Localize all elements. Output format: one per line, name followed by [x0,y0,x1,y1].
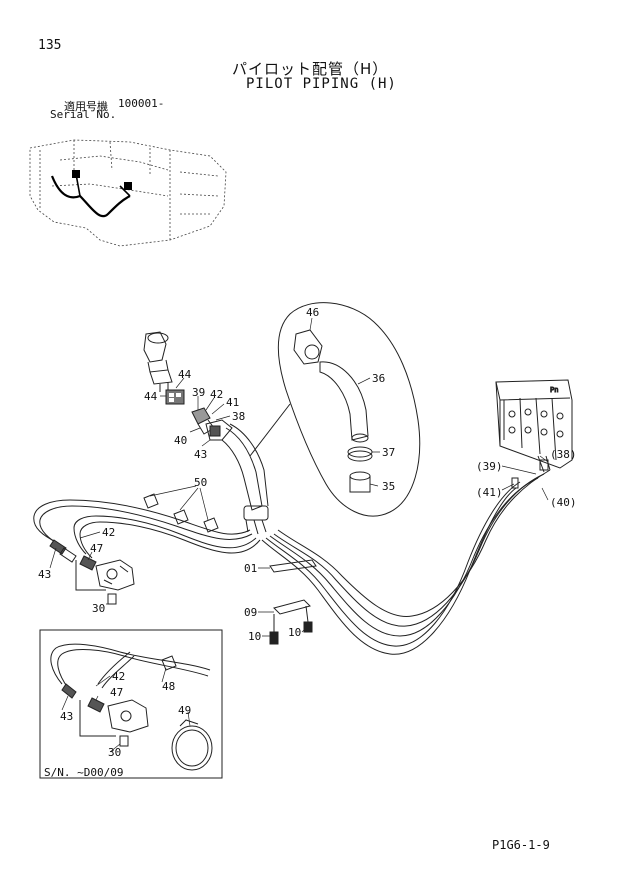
callout-30-mid: 30 [92,602,105,615]
inset-hoses [50,643,211,747]
callout-48-inset: 48 [162,680,175,693]
callout-38-paren: (38) [550,448,577,461]
band-clamp-49 [171,719,213,771]
svg-text:Pn: Pn [550,386,558,394]
callout-40: 40 [174,434,187,447]
pilot-hoses-right [261,469,551,655]
cap-35 [349,471,371,493]
callout-01: 01 [244,562,257,575]
callout-40-paren: (40) [550,496,577,509]
callout-44-left: 44 [144,390,158,403]
control-valve-right: Pn [495,379,573,489]
serial-label-english: Serial No. [50,108,117,121]
callout-43-inset: 43 [60,710,73,723]
figure-code: P1G6-1-9 [492,838,550,852]
hose-elbow-36 [319,361,369,443]
callout-30-inset: 30 [108,746,121,759]
callout-42-top: 42 [210,388,223,401]
callout-41-paren: (41) [476,486,503,499]
page-number: 135 [38,38,62,53]
page-title-english: PILOT PIPING (H) [246,76,397,92]
callout-44-upper: 44 [178,368,192,381]
callout-37: 37 [382,446,395,459]
serial-label-japanese: 適用号機 [64,100,108,113]
callout-labels: 44 44 39 42 41 38 40 43 46 36 37 35 50 4… [38,306,577,759]
leader-lines [49,317,549,753]
callout-49-inset: 49 [178,704,191,717]
callout-42-inset: 42 [112,670,125,683]
callout-42-mid: 42 [102,526,115,539]
pilot-valve-assembly [143,331,173,392]
callout-47-inset: 47 [110,686,123,699]
callout-39-paren: (39) [476,460,503,473]
adapter-fittings-39-41 [191,407,269,511]
hose-bundle-clamp [243,505,269,535]
callout-10-left: 10 [248,630,261,643]
callout-41: 41 [226,396,239,409]
callout-43-mid: 43 [38,568,51,581]
callout-50: 50 [194,476,207,489]
inset-frame [39,629,223,779]
clamps-50 [143,493,219,533]
serial-number-value: 100001- [118,97,165,110]
callout-39: 39 [192,386,205,399]
bolts-10 [269,621,313,645]
callout-36: 36 [372,372,385,385]
callout-35: 35 [382,480,395,493]
detail-bubble [249,302,421,517]
callout-38: 38 [232,410,245,423]
hose-clamp-37 [347,446,373,462]
callout-46: 46 [306,306,319,319]
callout-10-right: 10 [288,626,301,639]
flange-46 [293,329,323,365]
callout-09: 09 [244,606,257,619]
pilot-hoses-left [33,499,261,559]
callout-47-mid: 47 [90,542,103,555]
page-title-japanese: パイロット配管（H） [232,60,389,78]
callout-43-top: 43 [194,448,207,461]
inset-serial-note: S/N. ~D00/09 [44,766,124,779]
fitting-cluster-44 [165,389,185,405]
fittings-43-47-left [49,539,97,571]
machine-overview-thumbnail [29,139,227,247]
